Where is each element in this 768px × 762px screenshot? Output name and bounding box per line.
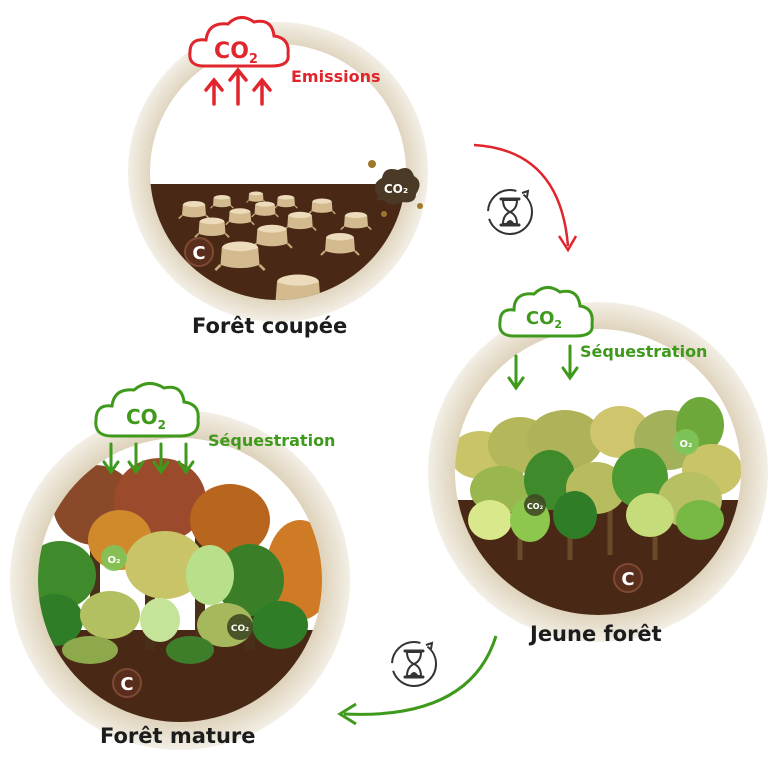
carbon-badge-mature: C <box>112 668 142 698</box>
sequestration-label-young: Séquestration <box>580 342 708 361</box>
soil-co2-puff: CO₂ <box>368 160 423 217</box>
svg-text:O₂: O₂ <box>108 555 121 566</box>
hourglass-icon <box>390 640 438 688</box>
sequestration-label-mature: Séquestration <box>208 431 336 450</box>
stage-title-mature-forest: Forêt mature <box>100 724 256 748</box>
svg-text:CO₂: CO₂ <box>527 502 544 511</box>
hourglass-icon <box>486 188 534 236</box>
stage-clearcut: CO₂ CO2 C <box>128 16 428 322</box>
sequestration-arrows-mature <box>102 442 195 475</box>
carbon-badge-clearcut: C <box>184 237 214 267</box>
stage-young-forest: O₂ CO₂ CO2 C <box>428 286 768 642</box>
carbon-badge-young: C <box>613 563 643 593</box>
transition-arrow-young-to-mature <box>337 635 498 726</box>
emission-arrows <box>204 67 272 106</box>
tree-o2-bubble-mature: O₂ <box>101 545 127 571</box>
emissions-label: Emissions <box>291 67 381 86</box>
svg-text:CO2: CO2 <box>526 308 562 331</box>
transition-arrow-clearcut-to-young <box>473 143 578 253</box>
tree-o2-bubble-young: O₂ <box>673 429 699 455</box>
svg-text:C: C <box>120 674 133 695</box>
mature-trees <box>38 458 322 664</box>
svg-text:C: C <box>192 243 205 264</box>
tree-co2-bubble-young: CO₂ <box>524 494 546 516</box>
sequestration-cloud-young: CO2 <box>498 286 594 338</box>
sequestration-arrows-young <box>507 344 579 391</box>
sequestration-cloud-mature: CO2 <box>94 382 200 438</box>
svg-text:CO2: CO2 <box>126 405 166 432</box>
svg-text:CO₂: CO₂ <box>231 624 249 634</box>
stage-title-clearcut: Forêt coupée <box>192 314 348 338</box>
soil-co2-label: CO₂ <box>384 182 408 196</box>
svg-text:C: C <box>621 569 634 590</box>
tree-co2-bubble-mature: CO₂ <box>227 614 253 640</box>
emission-cloud-label: CO2 <box>214 39 258 67</box>
stage-title-young-forest: Jeune forêt <box>530 622 662 646</box>
stage-mature-forest: O₂ CO₂ CO2 C <box>10 382 350 750</box>
emission-cloud: CO2 <box>188 16 290 68</box>
svg-text:O₂: O₂ <box>680 439 693 450</box>
